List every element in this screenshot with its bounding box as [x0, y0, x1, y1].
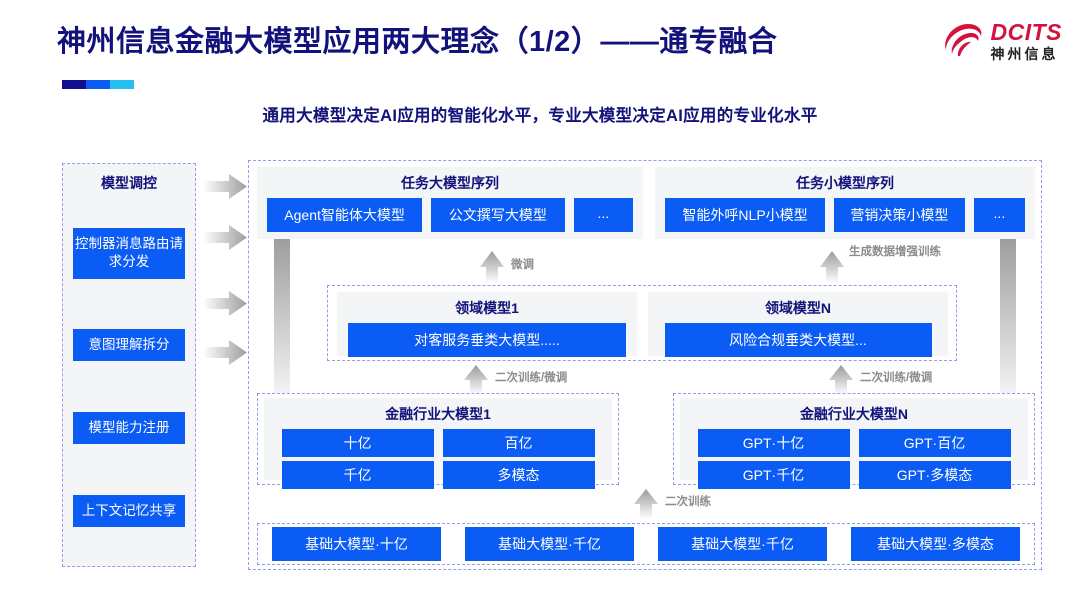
flow-arrow-up-left-tall [265, 211, 299, 421]
industry-model-1-box-row-1: 十亿 百亿 [264, 429, 612, 461]
title-accent-bar [62, 80, 134, 89]
arrow-label-retrain-finetune-right: 二次训练/微调 [860, 372, 933, 384]
task-large-model-sequence-title: 任务大模型序列 [401, 175, 499, 191]
industry-box-gpt-1-billion[interactable]: GPT·十亿 [697, 429, 850, 457]
task-small-model-sequence-panel: 任务小模型序列 智能外呼NLP小模型 营销决策小模型 ... [655, 167, 1035, 239]
task-large-model-box-row: Agent智能体大模型 公文撰写大模型 ... [257, 198, 643, 240]
arrow-label-finetune: 微调 [511, 259, 534, 271]
dcits-swirl-icon [940, 20, 984, 62]
accent-segment-2 [85, 80, 110, 89]
task-box-document-writing-model[interactable]: 公文撰写大模型 [431, 198, 565, 232]
sidebar-item-intent-parsing[interactable]: 意图理解拆分 [73, 329, 185, 362]
logo-text-cn: 神州信息 [990, 46, 1059, 62]
sidebar-item-capability-registry[interactable]: 模型能力注册 [73, 411, 185, 445]
industry-model-n-box-row-1: GPT·十亿 GPT·百亿 [680, 429, 1028, 461]
industry-model-n-title: 金融行业大模型N [799, 406, 909, 422]
sidebar-item-context-memory[interactable]: 上下文记忆共享 [73, 494, 185, 527]
page-title: 神州信息金融大模型应用两大理念（1/2）——通专融合 [57, 26, 778, 58]
task-small-model-box-row: 智能外呼NLP小模型 营销决策小模型 ... [655, 198, 1035, 240]
logo-text-en: DCITS [990, 19, 1062, 45]
architecture-diagram: 任务大模型序列 Agent智能体大模型 公文撰写大模型 ... 任务小模型序列 … [248, 160, 1042, 570]
flow-arrow-right-4 [203, 340, 247, 365]
industry-model-n-group: 金融行业大模型N GPT·十亿 GPT·百亿 GPT·千亿 GPT·多模态 [673, 393, 1035, 489]
task-large-model-sequence-panel: 任务大模型序列 Agent智能体大模型 公文撰写大模型 ... [257, 167, 643, 239]
industry-box-100-billion[interactable]: 千亿 [281, 461, 434, 489]
domain-model-1-panel: 领域模型1 对客服务垂类大模型..... [337, 292, 637, 357]
domain-model-group: 领域模型1 对客服务垂类大模型..... 领域模型N 风险合规垂类大模型... [327, 285, 957, 361]
task-box-outbound-nlp-model[interactable]: 智能外呼NLP小模型 [665, 198, 826, 232]
domain-model-n-panel: 领域模型N 风险合规垂类大模型... [648, 292, 948, 357]
accent-segment-1 [62, 80, 86, 89]
flow-arrow-up-finetune [480, 251, 504, 288]
industry-model-n-panel: 金融行业大模型N GPT·十亿 GPT·百亿 GPT·千亿 GPT·多模态 [680, 398, 1028, 489]
industry-model-1-panel: 金融行业大模型1 十亿 百亿 千亿 多模态 [264, 398, 612, 489]
domain-box-risk-compliance-model[interactable]: 风险合规垂类大模型... [664, 323, 932, 357]
flow-arrow-right-3 [203, 291, 247, 316]
industry-model-n-box-row-2: GPT·千亿 GPT·多模态 [680, 461, 1028, 497]
arrow-label-retrain-finetune-left: 二次训练/微调 [495, 372, 568, 384]
industry-model-1-title: 金融行业大模型1 [385, 406, 491, 422]
flow-arrow-up-retrain [634, 489, 658, 524]
industry-box-gpt-100-billion[interactable]: GPT·千亿 [697, 461, 850, 489]
foundation-model-group: 基础大模型·十亿 基础大模型·千亿 基础大模型·千亿 基础大模型·多模态 [257, 523, 1035, 565]
task-small-model-sequence-title: 任务小模型序列 [796, 175, 894, 191]
sidebar-item-controller-routing[interactable]: 控制器消息路由请求分发 [73, 228, 185, 279]
flow-arrow-right-2 [203, 225, 247, 250]
model-control-panel: 模型调控 控制器消息路由请求分发 意图理解拆分 模型能力注册 上下文记忆共享 [62, 163, 196, 567]
task-box-marketing-decision-model[interactable]: 营销决策小模型 [834, 198, 965, 232]
task-box-agent-model[interactable]: Agent智能体大模型 [267, 198, 423, 232]
domain-model-1-box-row: 对客服务垂类大模型..... [337, 323, 637, 365]
sidebar-item-list: 控制器消息路由请求分发 意图理解拆分 模型能力注册 上下文记忆共享 [63, 201, 195, 566]
domain-model-n-box-row: 风险合规垂类大模型... [648, 323, 948, 365]
arrow-label-retrain: 二次训练 [665, 496, 711, 508]
domain-box-customer-service-model[interactable]: 对客服务垂类大模型..... [348, 323, 626, 357]
flow-arrow-right-1 [203, 174, 247, 199]
task-box-more-large[interactable]: ... [573, 198, 633, 232]
page-subtitle: 通用大模型决定AI应用的智能化水平，专业大模型决定AI应用的专业化水平 [262, 107, 818, 125]
industry-model-1-box-row-2: 千亿 多模态 [264, 461, 612, 497]
industry-box-gpt-10-billion[interactable]: GPT·百亿 [858, 429, 1011, 457]
industry-box-gpt-multimodal[interactable]: GPT·多模态 [858, 461, 1011, 489]
arrow-label-data-augment: 生成数据增强训练 [849, 246, 941, 258]
industry-box-10-billion[interactable]: 百亿 [442, 429, 595, 457]
task-box-more-small[interactable]: ... [973, 198, 1025, 232]
domain-model-n-title: 领域模型N [764, 300, 832, 316]
sidebar-title: 模型调控 [101, 175, 157, 191]
flow-arrow-up-right-tall [991, 211, 1025, 421]
accent-segment-3 [109, 80, 134, 89]
flow-arrow-up-data-augment [820, 251, 844, 288]
industry-model-1-group: 金融行业大模型1 十亿 百亿 千亿 多模态 [257, 393, 619, 489]
flow-arrow-up-retrain-right [829, 365, 853, 400]
company-logo: DCITS 神州信息 [940, 20, 1063, 62]
domain-model-1-title: 领域模型1 [455, 300, 519, 316]
industry-box-1-billion[interactable]: 十亿 [281, 429, 434, 457]
foundation-box-1-billion[interactable]: 基础大模型·十亿 [272, 527, 441, 561]
flow-arrow-up-retrain-left [464, 365, 488, 400]
foundation-box-1000-billion[interactable]: 基础大模型·千亿 [658, 527, 827, 561]
foundation-box-multimodal[interactable]: 基础大模型·多模态 [851, 527, 1020, 561]
foundation-box-100-billion[interactable]: 基础大模型·千亿 [465, 527, 634, 561]
industry-box-multimodal[interactable]: 多模态 [442, 461, 595, 489]
foundation-model-box-row: 基础大模型·十亿 基础大模型·千亿 基础大模型·千亿 基础大模型·多模态 [258, 524, 1034, 564]
